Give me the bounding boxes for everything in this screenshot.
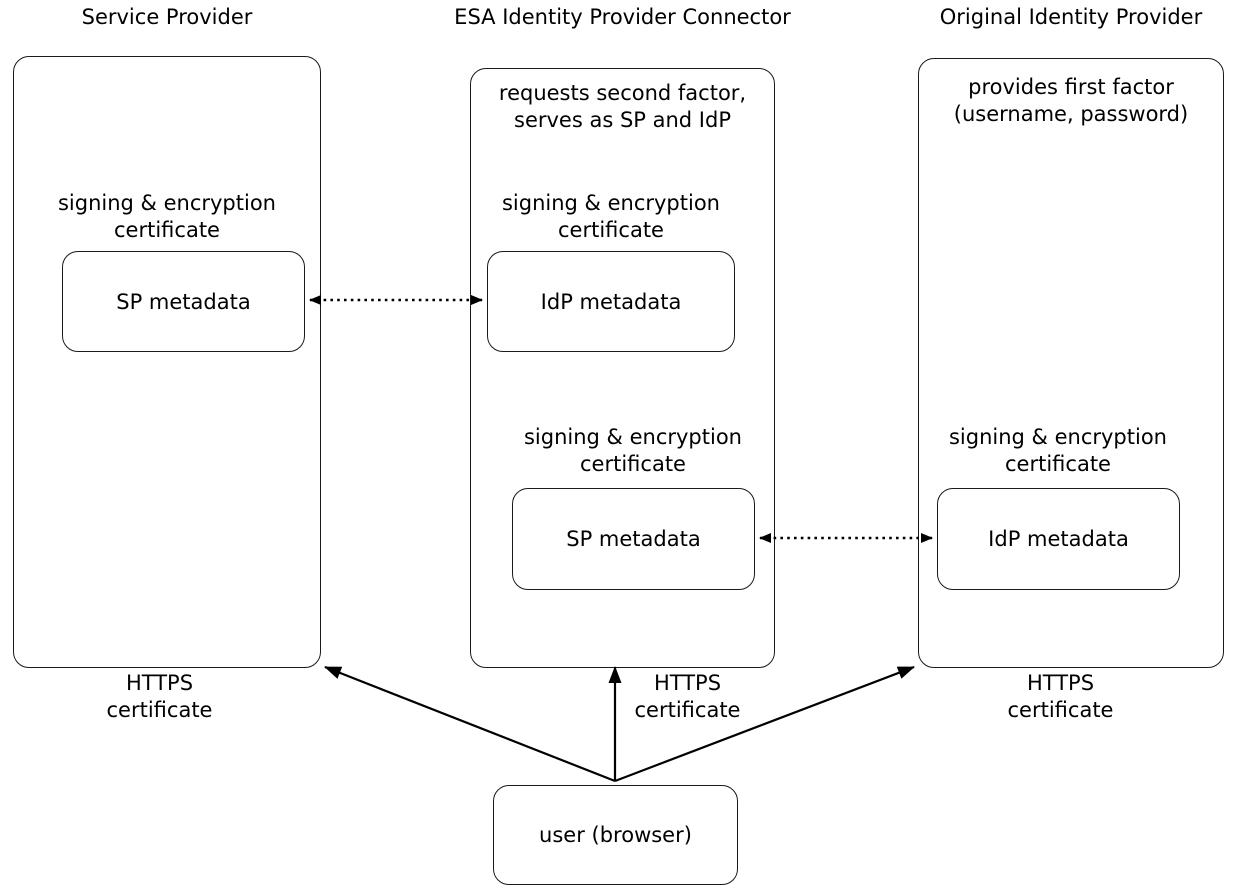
box-idp-metadata-original[interactable]: IdP metadata	[937, 488, 1180, 590]
note-original-idp: provides first factor (username, passwor…	[953, 75, 1189, 126]
https-label-service-provider: HTTPS certificate	[106, 671, 213, 722]
note-esa-connector: requests second factor, serves as SP and…	[498, 81, 747, 132]
https-label-original-idp: HTTPS certificate	[1007, 671, 1114, 722]
column-title-original-idp: Original Identity Provider	[939, 5, 1203, 29]
box-idp-metadata-esa-label: IdP metadata	[540, 289, 682, 314]
box-user-browser-label: user (browser)	[539, 823, 692, 847]
box-sp-metadata-esa[interactable]: SP metadata	[512, 488, 755, 590]
box-idp-metadata-original-label: IdP metadata	[988, 527, 1129, 551]
column-title-esa-connector: ESA Identity Provider Connector	[454, 5, 791, 29]
column-title-service-provider: Service Provider	[81, 5, 253, 29]
cert-label-esa-top: signing & encryption certificate	[501, 191, 720, 242]
cert-label-service-provider: signing & encryption certificate	[57, 191, 276, 242]
cert-label-original-idp: signing & encryption certificate	[948, 425, 1167, 476]
box-sp-metadata-service-provider[interactable]: SP metadata	[62, 251, 305, 352]
container-service-provider	[13, 56, 321, 668]
box-idp-metadata-esa[interactable]: IdP metadata	[487, 251, 735, 352]
https-label-esa-connector: HTTPS certificate	[634, 671, 741, 722]
box-sp-metadata-esa-label: SP metadata	[566, 527, 701, 551]
box-user-browser[interactable]: user (browser)	[493, 785, 738, 885]
box-sp-metadata-service-provider-label: SP metadata	[116, 289, 251, 314]
cert-label-esa-bottom: signing & encryption certificate	[523, 425, 742, 476]
